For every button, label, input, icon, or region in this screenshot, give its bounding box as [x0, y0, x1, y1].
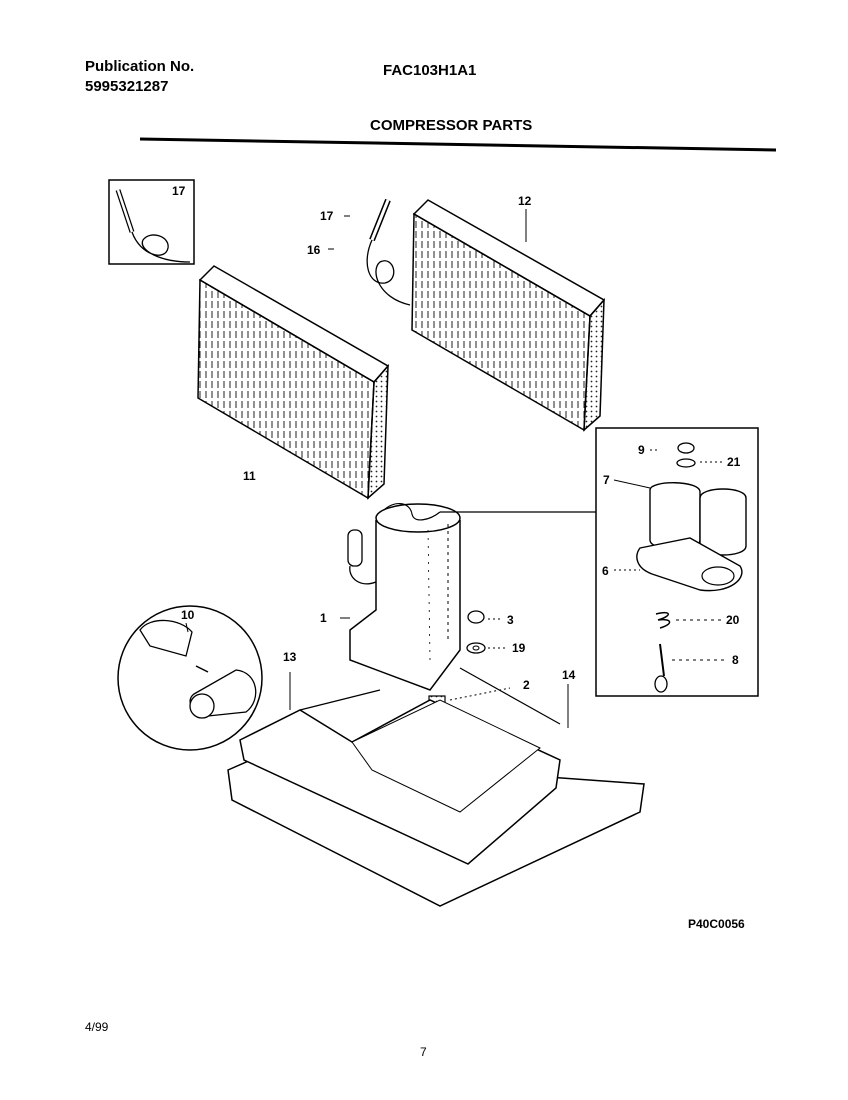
figure-code: P40C0056: [688, 917, 745, 931]
evaporator-coil: [411, 199, 606, 432]
overload-assembly-inset: [595, 427, 759, 697]
callout-10: 10: [181, 608, 195, 622]
callout-16: 16: [307, 243, 321, 257]
callout-17: 17: [320, 209, 334, 223]
callout-13: 13: [283, 650, 297, 664]
callout-17-inset: 17: [172, 184, 186, 198]
publication-number: 5995321287: [85, 78, 169, 95]
capillary-tube-inset: [108, 179, 195, 265]
drier-and-tube: [328, 198, 411, 306]
section-title: COMPRESSOR PARTS: [370, 117, 533, 134]
callout-14: 14: [562, 668, 576, 682]
revision-date: 4/99: [85, 1020, 109, 1034]
compressor: [340, 503, 596, 691]
publication-label: Publication No.: [85, 58, 195, 75]
callout-2: 2: [523, 678, 530, 692]
callout-7: 7: [603, 473, 610, 487]
page-number: 7: [420, 1045, 427, 1059]
header-rule: [139, 137, 777, 152]
capacitor-inset: [117, 605, 263, 751]
callout-9: 9: [638, 443, 645, 457]
callout-21: 21: [727, 455, 741, 469]
callout-19: 19: [512, 641, 526, 655]
callout-1: 1: [320, 611, 327, 625]
callout-3: 3: [507, 613, 514, 627]
model-number: FAC103H1A1: [383, 62, 477, 79]
callout-20: 20: [726, 613, 740, 627]
callout-8: 8: [732, 653, 739, 667]
base-pan: [227, 667, 645, 907]
condenser-coil: [197, 265, 390, 500]
callout-11: 11: [243, 469, 256, 483]
callout-12: 12: [518, 194, 532, 208]
callout-6: 6: [602, 564, 609, 578]
